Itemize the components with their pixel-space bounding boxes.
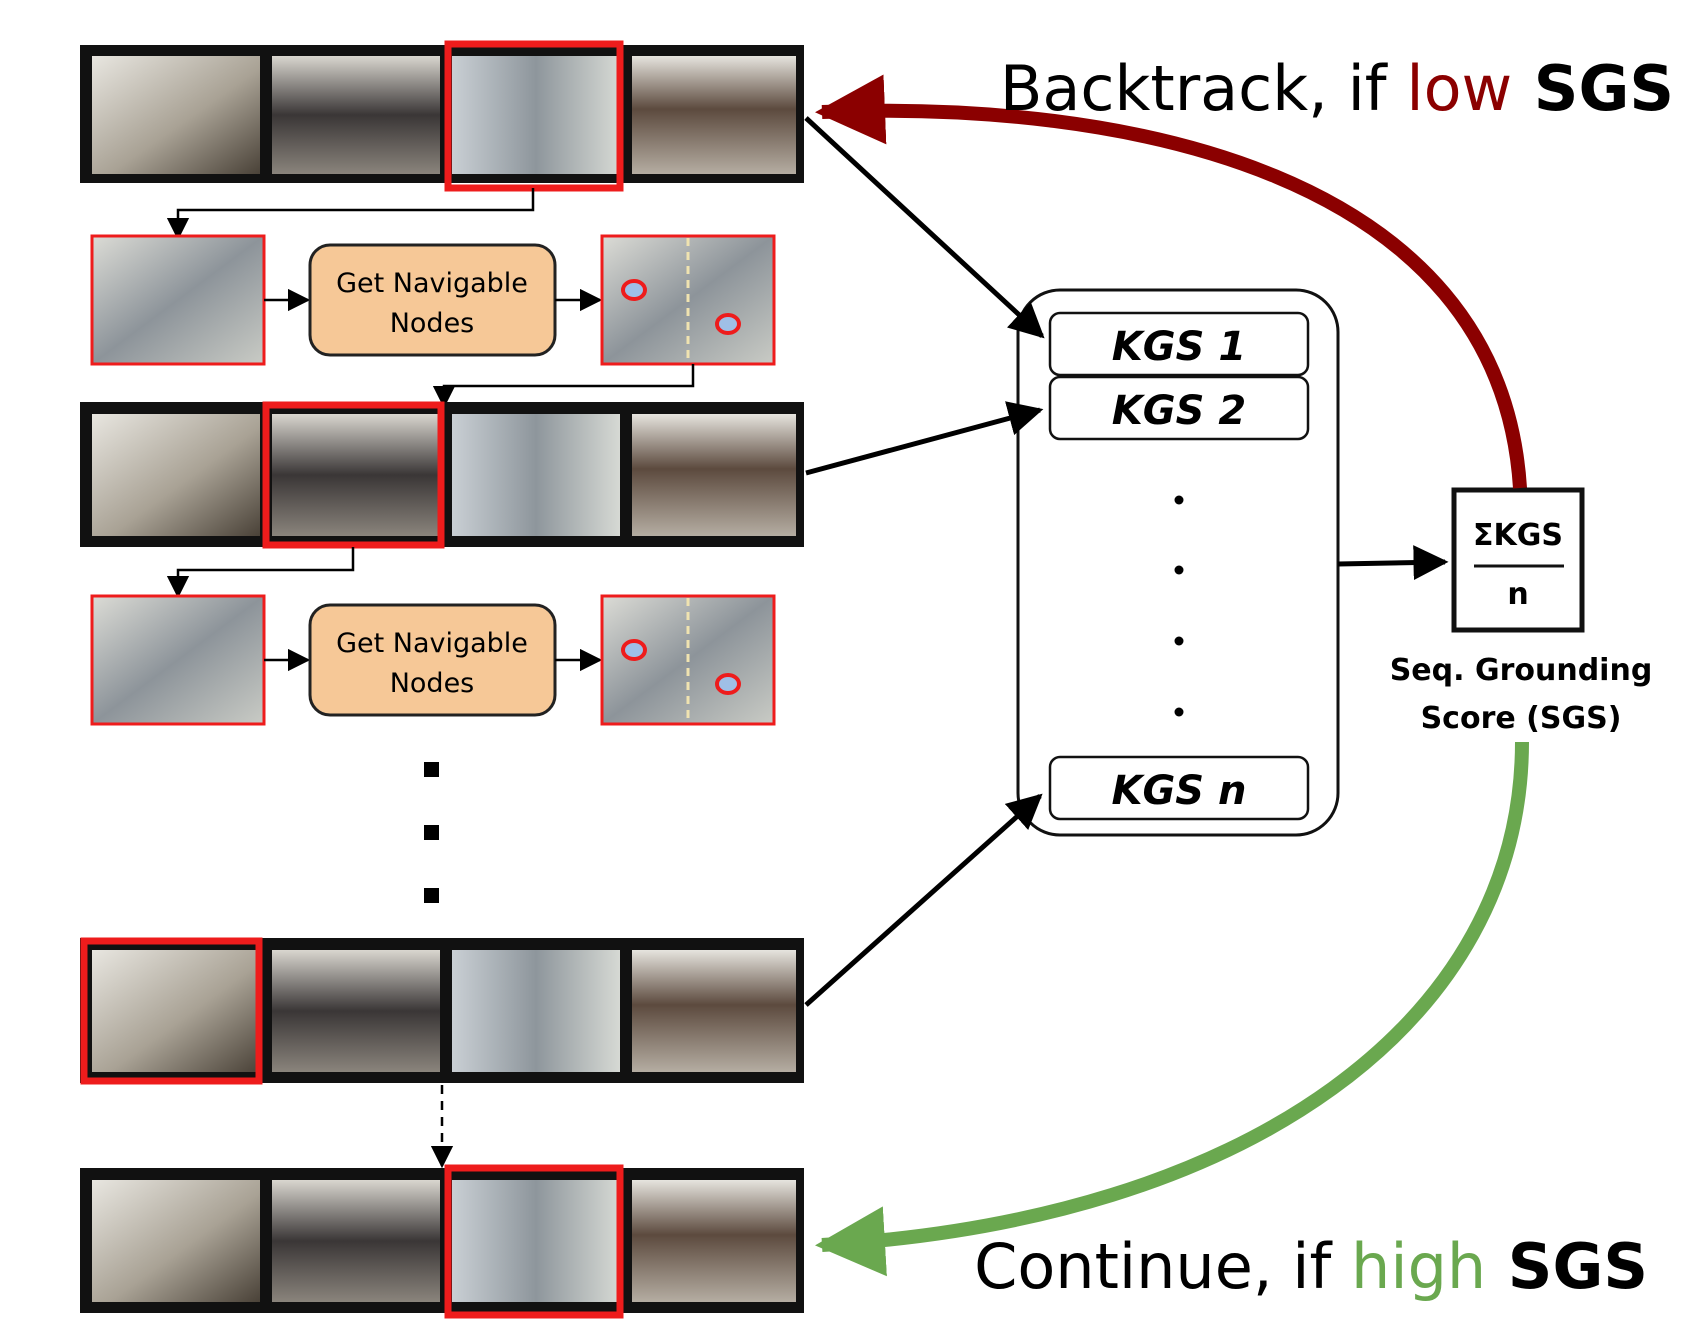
- process-row-2: Get Navigable Nodes: [90, 594, 776, 726]
- backtrack-arrow: [815, 74, 1527, 489]
- backtrack-label-metric: SGS: [1512, 52, 1674, 125]
- selected-view-highlight: [262, 401, 445, 549]
- ellipsis-dot: [1174, 495, 1184, 505]
- panorama-view-1b: [272, 56, 440, 174]
- navigable-node-marker-icon: [621, 279, 647, 301]
- score-caption-line2: Score (SGS): [1421, 701, 1622, 736]
- continue-label-prefix: Continue, if: [974, 1230, 1351, 1303]
- backtrack-label-condition: low: [1406, 52, 1512, 125]
- continuation-dots: [424, 762, 439, 903]
- kgs-item-2-label: KGS 2: [1112, 388, 1246, 434]
- ellipsis-dot: [1174, 565, 1184, 575]
- panorama-strip-2: [80, 401, 804, 549]
- kgs-container: KGS 1 KGS 2 KGS n: [1016, 288, 1340, 837]
- process-label-line2: Nodes: [390, 308, 475, 339]
- panorama-view-2b: [272, 414, 440, 536]
- continue-label: Continue, if high SGS: [974, 1230, 1648, 1303]
- process-label-line1: Get Navigable: [336, 628, 528, 659]
- selected-view-highlight: [80, 937, 263, 1085]
- navigable-node-marker-icon: [715, 673, 741, 695]
- sgs-score-box: ΣKGS n: [1451, 487, 1585, 633]
- continue-label-condition: high: [1351, 1230, 1486, 1303]
- kgs-item-2: [1048, 375, 1310, 441]
- panorama-view-3a: [92, 950, 260, 1072]
- strip-to-kgs-arrow: [805, 401, 1044, 476]
- kgs-item-1: [1048, 311, 1310, 377]
- panorama-view-1c: [452, 56, 620, 174]
- navigable-node-marker-icon: [621, 639, 647, 661]
- step-arrow: [432, 364, 695, 409]
- kgs-item-1-label: KGS 1: [1112, 324, 1246, 370]
- step-arrow: [166, 547, 355, 599]
- process-row-1: Get Navigable Nodes: [90, 234, 776, 366]
- panorama-strip-4: [80, 1164, 804, 1319]
- continue-arrow: [815, 741, 1529, 1277]
- panorama-view-4a: [92, 1180, 260, 1302]
- panorama-view-4c: [452, 1180, 620, 1302]
- ellipsis-dot: [1174, 707, 1184, 717]
- selected-view-thumbnail: [90, 594, 266, 726]
- panorama-view-3b: [272, 950, 440, 1072]
- continue-label-metric: SGS: [1486, 1230, 1648, 1303]
- strip-to-kgs-arrow: [804, 116, 1045, 339]
- selected-view-thumbnail: [90, 234, 266, 366]
- process-label-line2: Nodes: [390, 668, 475, 699]
- navigable-node-marker-icon: [715, 313, 741, 335]
- ellipsis-dot: [1174, 636, 1184, 646]
- process-label-line1: Get Navigable: [336, 268, 528, 299]
- panorama-view-4b: [272, 1180, 440, 1302]
- panorama-strip-3: [80, 937, 804, 1085]
- panorama-view-4d: [632, 1180, 796, 1302]
- kgs-item-n-label: KGS n: [1111, 768, 1246, 814]
- panorama-view-3d: [632, 950, 796, 1072]
- panorama-view-2c: [452, 414, 620, 536]
- score-denominator: n: [1507, 577, 1528, 612]
- panorama-view-2d: [632, 414, 796, 536]
- panorama-view-3c: [452, 950, 620, 1072]
- backtrack-label: Backtrack, if low SGS: [1000, 52, 1674, 125]
- panorama-view-2a: [92, 414, 260, 536]
- selected-view-highlight: [444, 1164, 624, 1319]
- strip-to-kgs-arrow: [804, 793, 1043, 1007]
- panorama-view-1a: [92, 56, 260, 174]
- backtrack-label-prefix: Backtrack, if: [1000, 52, 1406, 125]
- step-arrow: [166, 188, 535, 241]
- score-caption-line1: Seq. Grounding: [1390, 653, 1653, 688]
- panorama-view-1d: [632, 56, 796, 174]
- kgs-to-score-arrow: [1337, 545, 1449, 581]
- score-numerator: ΣKGS: [1473, 518, 1563, 553]
- kgs-item-n: [1048, 755, 1310, 821]
- panorama-strip-1: [80, 40, 804, 192]
